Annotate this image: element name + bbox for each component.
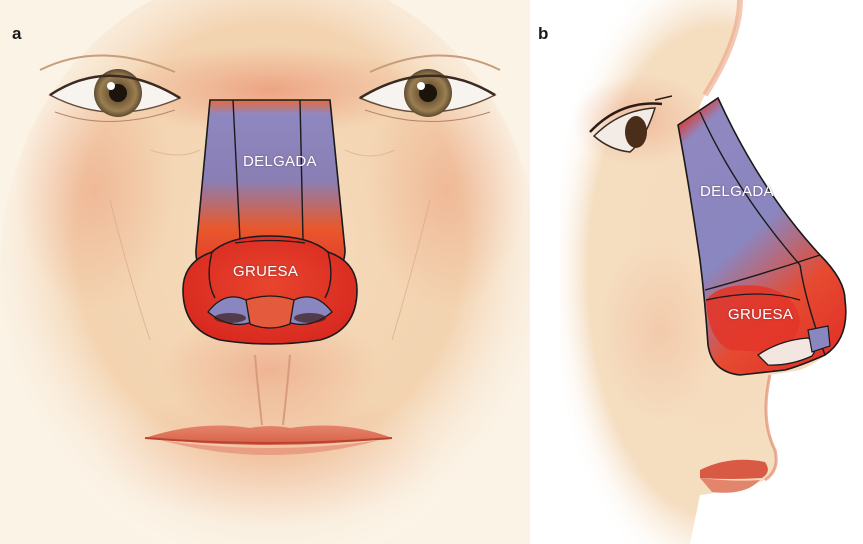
panel-a-thin-skin-label: DELGADA xyxy=(243,153,317,170)
panel-b-profile-face xyxy=(530,0,863,544)
panel-a-thick-skin-label: GRUESA xyxy=(233,263,298,280)
nose-frontal xyxy=(183,100,357,344)
panel-b-letter: b xyxy=(538,24,548,44)
panel-b-thin-skin-label: DELGADA xyxy=(700,183,774,200)
panel-a-letter: a xyxy=(12,24,21,44)
panel-b-thick-skin-label: GRUESA xyxy=(728,306,793,323)
